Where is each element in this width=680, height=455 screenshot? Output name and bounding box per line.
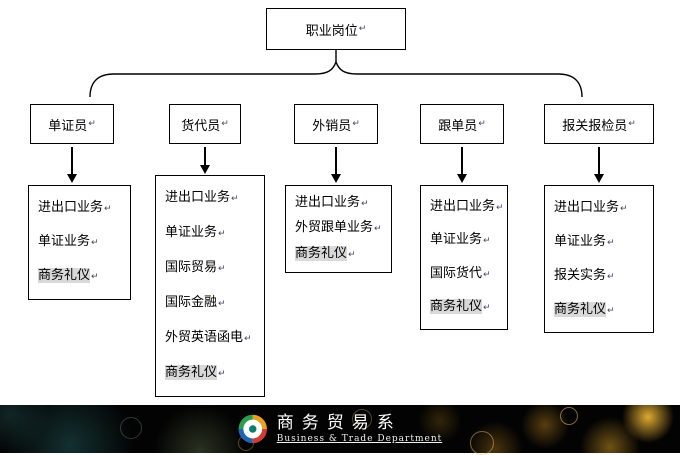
course-label: 单证业务 (165, 225, 218, 240)
role-box-merchandiser: 跟单员↵ (420, 104, 504, 144)
course-label: 进出口业务 (554, 199, 620, 215)
root-node-label: 职业岗位 (305, 23, 358, 39)
bokeh-circle (560, 407, 578, 425)
return-mark: ↵ (348, 249, 356, 260)
course-label-highlighted: 商务礼仪 (295, 245, 348, 261)
department-name-en: Business & Trade Department (276, 434, 443, 444)
down-arrow (67, 147, 77, 183)
role-box-documentation-clerk: 单证员↵ (30, 104, 114, 144)
department-name-cn: 商务贸易系 (276, 413, 402, 433)
course-item: 商务礼仪↵ (554, 301, 649, 319)
department-logo-group: 商务贸易系 Business & Trade Department (238, 413, 442, 445)
course-item: 外贸跟单业务↵ (295, 220, 387, 237)
course-list-merchandiser: 进出口业务↵ 单证业务↵ 国际货代↵ 商务礼仪↵ (420, 185, 508, 330)
department-banner: 商务贸易系 Business & Trade Department (0, 405, 680, 455)
course-item: 进出口业务↵ (165, 190, 260, 207)
course-list-documentation-clerk: 进出口业务↵ 单证业务↵ 商务礼仪↵ (28, 185, 131, 300)
root-node-box: 职业岗位↵ (266, 8, 406, 50)
return-mark: ↵ (607, 305, 615, 316)
return-mark: ↵ (483, 302, 491, 313)
return-mark: ↵ (91, 272, 99, 283)
course-item: 商务礼仪↵ (430, 298, 503, 316)
course-label: 进出口业务 (165, 190, 231, 205)
return-mark: ↵ (231, 194, 239, 204)
return-mark: ↵ (218, 264, 226, 274)
bokeh-circle (470, 431, 494, 455)
down-arrow (457, 147, 467, 183)
return-mark: ↵ (483, 269, 491, 280)
return-mark: ↵ (374, 224, 382, 235)
course-item: 国际货代↵ (430, 266, 503, 283)
course-item: 进出口业务↵ (38, 200, 126, 217)
course-item: 商务礼仪↵ (165, 365, 260, 382)
course-label: 国际货代 (430, 265, 483, 281)
bokeh-circle (352, 409, 372, 429)
return-mark: ↵ (607, 271, 615, 282)
return-mark: ↵ (218, 299, 226, 309)
course-list-customs-clerk: 进出口业务↵ 单证业务↵ 报关实务↵ 商务礼仪↵ (544, 185, 654, 333)
course-label-highlighted: 商务礼仪 (165, 365, 218, 380)
role-box-export-sales: 外销员↵ (294, 104, 378, 144)
role-label: 货代员 (181, 118, 221, 134)
course-item: 国际贸易↵ (165, 260, 260, 277)
course-label: 国际贸易 (165, 260, 218, 275)
course-label: 国际金融 (165, 295, 218, 310)
course-label-highlighted: 商务礼仪 (430, 298, 483, 314)
course-label: 进出口业务 (430, 199, 496, 215)
course-item: 外贸英语函电↵ (165, 330, 260, 347)
role-label: 外销员 (312, 118, 352, 134)
return-mark: ↵ (218, 369, 226, 379)
course-item: 单证业务↵ (38, 234, 126, 251)
role-label: 报关报检员 (562, 118, 628, 134)
course-item: 单证业务↵ (165, 225, 260, 242)
return-mark: ↵ (361, 199, 369, 210)
department-name-block: 商务贸易系 Business & Trade Department (277, 413, 442, 445)
return-mark: ↵ (628, 119, 636, 129)
return-mark: ↵ (244, 334, 252, 344)
return-mark: ↵ (358, 24, 367, 34)
course-item: 国际金融↵ (165, 295, 260, 312)
down-arrow (200, 147, 210, 174)
course-label: 报关实务 (554, 267, 607, 283)
role-box-freight-forwarder: 货代员↵ (169, 104, 241, 144)
course-list-freight-forwarder: 进出口业务↵ 单证业务↵ 国际贸易↵ 国际金融↵ 外贸英语函电↵ 商务礼仪↵ (155, 175, 265, 397)
return-mark: ↵ (478, 119, 486, 129)
course-item: 单证业务↵ (430, 232, 503, 249)
course-label: 单证业务 (430, 232, 483, 248)
curly-brace (89, 60, 583, 98)
course-item: 商务礼仪↵ (38, 268, 126, 285)
return-mark: ↵ (104, 203, 112, 214)
role-label: 跟单员 (438, 118, 478, 134)
return-mark: ↵ (91, 237, 99, 248)
department-logo-icon (238, 414, 267, 444)
course-item: 进出口业务↵ (430, 199, 504, 216)
course-label: 进出口业务 (295, 195, 361, 211)
down-arrow (594, 147, 604, 183)
role-label: 单证员 (48, 118, 88, 134)
course-label: 进出口业务 (38, 199, 104, 215)
course-label-highlighted: 商务礼仪 (554, 301, 607, 317)
return-mark: ↵ (607, 237, 615, 248)
course-label: 单证业务 (38, 233, 91, 249)
return-mark: ↵ (218, 229, 226, 239)
course-item: 进出口业务↵ (295, 195, 387, 212)
return-mark: ↵ (221, 119, 229, 129)
return-mark: ↵ (352, 119, 360, 129)
return-mark: ↵ (496, 203, 504, 214)
course-label: 单证业务 (554, 233, 607, 249)
course-list-export-sales: 进出口业务↵ 外贸跟单业务↵ 商务礼仪↵ (285, 185, 392, 273)
role-box-customs-clerk: 报关报检员↵ (544, 104, 654, 144)
course-item: 商务礼仪↵ (295, 245, 387, 263)
course-item: 报关实务↵ (554, 268, 649, 285)
down-arrow (331, 147, 341, 183)
course-label-highlighted: 商务礼仪 (38, 268, 91, 284)
course-label: 外贸英语函电 (165, 330, 244, 345)
course-item: 单证业务↵ (554, 234, 649, 251)
course-label: 外贸跟单业务 (295, 220, 374, 236)
return-mark: ↵ (88, 119, 96, 129)
course-item: 进出口业务↵ (554, 200, 649, 217)
return-mark: ↵ (620, 203, 628, 214)
bokeh-circle (120, 417, 142, 439)
return-mark: ↵ (483, 236, 491, 247)
